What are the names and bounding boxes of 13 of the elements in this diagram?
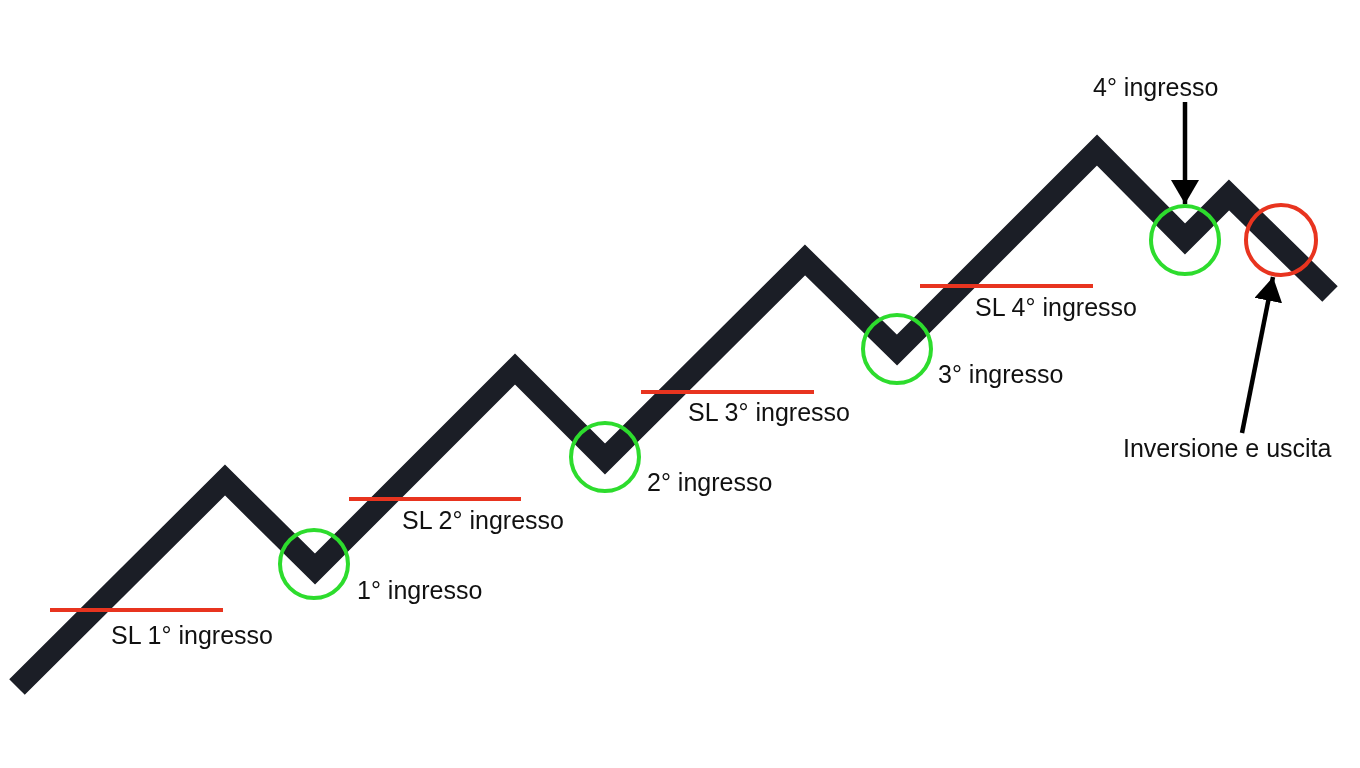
arrow xyxy=(1239,276,1283,434)
callout-label: 4° ingresso xyxy=(1093,72,1219,102)
entry-label: 2° ingresso xyxy=(647,467,773,497)
entry-label: 1° ingresso xyxy=(357,575,483,605)
stop-loss-label: SL 2° ingresso xyxy=(402,505,564,535)
circle-marker xyxy=(1244,203,1318,277)
stop-loss-label: SL 3° ingresso xyxy=(688,397,850,427)
circle-marker xyxy=(1149,204,1221,276)
stop-loss-label: SL 4° ingresso xyxy=(975,292,1137,322)
callout-label: Inversione e uscita xyxy=(1123,433,1332,463)
stop-loss-label: SL 1° ingresso xyxy=(111,620,273,650)
arrow xyxy=(1171,102,1199,204)
entry-label: 3° ingresso xyxy=(938,359,1064,389)
